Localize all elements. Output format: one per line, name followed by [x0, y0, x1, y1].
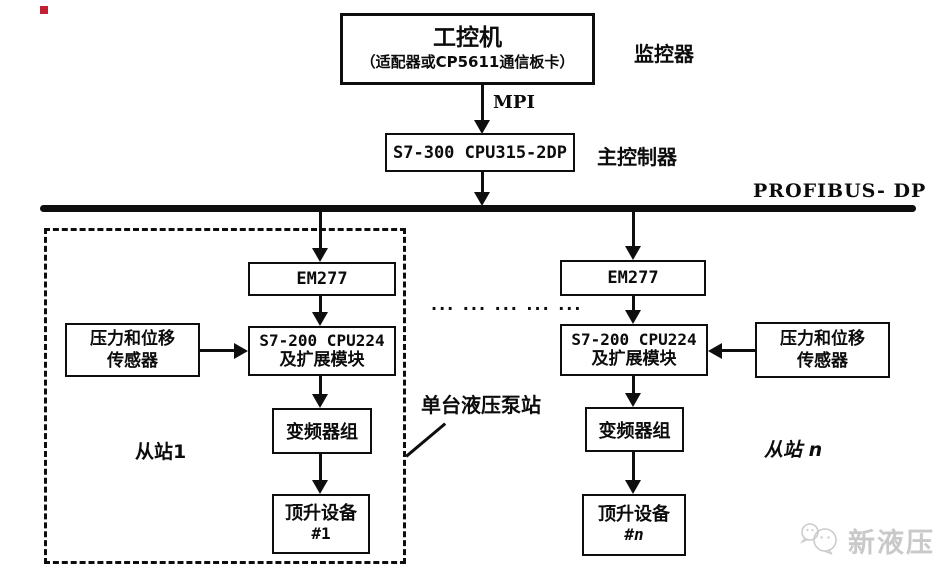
chat-bubbles-icon [798, 518, 842, 562]
profibus-bus-line [40, 205, 916, 212]
master-controller-box: S7-300 CPU315-2DP [385, 133, 575, 172]
mpi-line [481, 85, 484, 121]
cpu224-line1-1: S7-200 CPU224 [259, 331, 385, 351]
mpi-label: MPI [493, 92, 535, 113]
cpu-to-inverter-arrowhead-1-icon [312, 394, 328, 408]
sensor-to-cpu-line-1 [200, 349, 236, 352]
em277-to-cpu-arrowhead-n-icon [625, 310, 641, 324]
cpu224-box-1: S7-200 CPU224 及扩展模块 [248, 326, 396, 376]
inverter-to-device-arrowhead-n-icon [625, 480, 641, 494]
em277-text-1: EM277 [296, 269, 348, 289]
pump-station-dashed-box [44, 228, 406, 564]
em277-to-cpu-line-n [632, 296, 635, 312]
watermark-text: 新液压 [848, 527, 935, 559]
em277-to-cpu-arrowhead-1-icon [312, 312, 328, 326]
slave1-label: 从站1 [135, 441, 187, 463]
cpu-to-inverter-line-1 [319, 376, 322, 396]
watermark: 新液压 [798, 518, 935, 562]
profibus-label: PROFIBUS- DP [753, 180, 927, 202]
cpu-to-inverter-arrowhead-n-icon [625, 393, 641, 407]
industrial-pc-title: 工控机 [433, 24, 502, 51]
bus-to-em277-line-1 [319, 212, 322, 250]
master-to-bus-line [481, 172, 484, 194]
master-controller-text: S7-300 CPU315-2DP [393, 142, 567, 163]
pump-station-label: 单台液压泵站 [421, 393, 541, 417]
industrial-pc-box: 工控机 （适配器或CP5611通信板卡） [340, 13, 595, 85]
em277-box-1: EM277 [248, 262, 396, 296]
inverter-box-n: 变频器组 [585, 407, 684, 452]
device-line1-1: 顶升设备 [285, 502, 357, 524]
inverter-to-device-line-1 [319, 454, 322, 482]
ellipsis-dots: ... ... ... ... ... [431, 295, 583, 314]
cpu224-line1-n: S7-200 CPU224 [571, 330, 697, 350]
inverter-text-n: 变频器组 [598, 420, 671, 442]
cpu224-box-n: S7-200 CPU224 及扩展模块 [560, 324, 708, 376]
sensor-to-cpu-line-n [722, 349, 755, 352]
supervisor-label: 监控器 [634, 42, 694, 66]
sensor-line1-1: 压力和位移 [90, 328, 175, 349]
sensor-to-cpu-arrowhead-n-icon [708, 343, 722, 359]
sensor-line2-1: 传感器 [107, 351, 158, 371]
master-to-bus-arrowhead-icon [474, 192, 490, 206]
sensor-box-1: 压力和位移 传感器 [65, 323, 200, 377]
device-box-1: 顶升设备 #1 [272, 494, 370, 554]
inverter-box-1: 变频器组 [272, 408, 372, 454]
em277-box-n: EM277 [560, 260, 706, 296]
cpu224-line2-1: 及扩展模块 [279, 350, 365, 371]
em277-to-cpu-line-1 [319, 296, 322, 314]
sensor-line1-n: 压力和位移 [780, 328, 865, 349]
bus-to-em277-arrowhead-1-icon [312, 248, 328, 262]
inverter-text-1: 变频器组 [286, 422, 358, 443]
master-controller-label: 主控制器 [597, 145, 677, 169]
inverter-to-device-line-n [632, 452, 635, 482]
sensor-line2-n: 传感器 [797, 351, 848, 371]
red-marker-dot [40, 6, 48, 14]
inverter-to-device-arrowhead-1-icon [312, 480, 328, 494]
slaven-label: 从站 n [764, 439, 823, 461]
cpu224-line2-n: 及扩展模块 [591, 349, 677, 370]
mpi-arrowhead-icon [474, 120, 490, 134]
device-box-n: 顶升设备 #n [582, 494, 686, 556]
bus-to-em277-arrowhead-n-icon [625, 246, 641, 260]
industrial-pc-subtitle: （适配器或CP5611通信板卡） [360, 53, 575, 72]
sensor-box-n: 压力和位移 传感器 [755, 322, 890, 378]
pump-station-callout-line [405, 422, 446, 458]
device-line1-n: 顶升设备 [598, 503, 670, 525]
sensor-to-cpu-arrowhead-1-icon [234, 343, 248, 359]
device-line2-1: #1 [311, 524, 331, 544]
device-line2-n: #n [624, 525, 644, 545]
em277-text-n: EM277 [607, 268, 659, 288]
bus-to-em277-line-n [632, 212, 635, 248]
cpu-to-inverter-line-n [632, 376, 635, 395]
